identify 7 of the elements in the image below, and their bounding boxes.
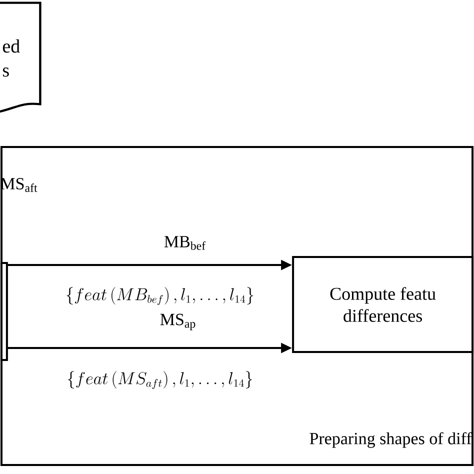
process-box [0,262,8,361]
formula-label: $\left\{feat\left(MB_{bef}\right), l_1, \dots, l_{14}\right\}$ [66,287,254,305]
process-box: Compute featu differences [292,256,474,353]
document-shape: ed s [0,2,42,114]
formula-label: $\left\{feat\left(MS_{aft}\right), l_1, \dots, l_{14}\right\}$ [68,371,252,389]
edge-label: MS$_{ap}$ [160,314,196,330]
edge-label: MB$_{bef}$ [164,236,206,250]
